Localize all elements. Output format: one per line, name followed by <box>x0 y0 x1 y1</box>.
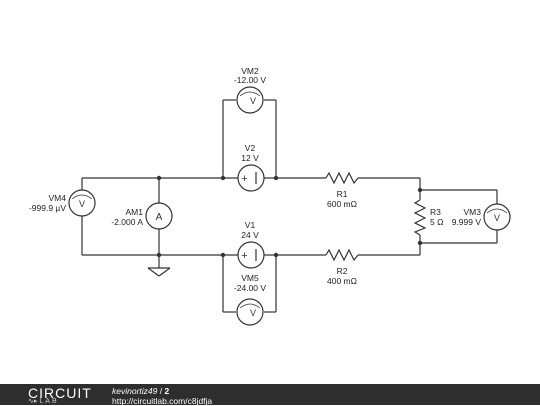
circuitlab-logo-lab: LAB <box>39 398 59 405</box>
r3-name: R3 <box>430 207 441 217</box>
resistor-r2 <box>325 248 359 262</box>
voltmeter-vm2: V <box>236 86 264 114</box>
voltmeter-vm3-symbol: V <box>494 213 500 223</box>
footer-bar: CIRCUIT ∿▸LAB kevinortiz49 / 2 http://ci… <box>0 384 540 406</box>
voltmeter-vm3: V <box>483 203 511 231</box>
circuitlab-logo-sub: ∿▸LAB <box>28 397 59 405</box>
r3-value: 5 Ω <box>430 217 444 227</box>
am1-name: AM1 <box>125 207 143 217</box>
ammeter-am1-symbol: A <box>156 212 163 223</box>
voltmeter-vm4: V <box>68 189 96 217</box>
svg-text:+: + <box>241 250 247 262</box>
vm5-name: VM5 <box>241 273 259 283</box>
revision-number: 2 <box>164 386 170 396</box>
voltmeter-vm5: V <box>236 298 264 326</box>
v2-value: 12 V <box>241 153 259 163</box>
v2-name: V2 <box>244 143 256 153</box>
r2-name: R2 <box>336 266 348 276</box>
r1-value: 600 mΩ <box>327 199 357 209</box>
voltmeter-vm4-symbol: V <box>79 199 85 209</box>
resistor-r3 <box>413 199 427 236</box>
voltage-source-v2: + <box>237 164 265 192</box>
circuitlab-logo-text: CIRCUIT <box>28 385 92 401</box>
svg-text:+: + <box>241 173 247 185</box>
vm4-name: VM4 <box>48 193 66 203</box>
author-link[interactable]: kevinortiz49 <box>112 386 158 396</box>
vm3-name: VM3 <box>463 207 481 217</box>
vm5-value: -24.00 V <box>233 283 267 293</box>
wires <box>81 99 498 313</box>
credit-separator: / <box>157 386 165 396</box>
vm3-value: 9.999 V <box>451 217 481 227</box>
author-credit: kevinortiz49 / 2 <box>112 386 169 396</box>
resistor-r1 <box>325 171 359 185</box>
circuit-url-link[interactable]: http://circuitlab.com/c8jdfja <box>112 396 213 406</box>
vm2-name: VM2 <box>241 66 259 76</box>
am1-value: -2.000 A <box>111 217 143 227</box>
voltmeter-vm2-symbol: V <box>250 96 256 106</box>
v1-name: V1 <box>244 220 256 230</box>
vm2-value: -12.00 V <box>233 75 267 85</box>
junction-dots <box>156 175 423 258</box>
v1-value: 24 V <box>241 230 259 240</box>
voltmeter-vm5-symbol: V <box>250 308 256 318</box>
ammeter-am1: A <box>145 202 173 230</box>
resistor-logo-icon: ∿▸ <box>28 398 38 405</box>
r2-value: 400 mΩ <box>327 276 357 286</box>
vm4-value: -999.9 µV <box>28 203 66 213</box>
r1-name: R1 <box>336 189 348 199</box>
voltage-source-v1: + <box>237 241 265 269</box>
